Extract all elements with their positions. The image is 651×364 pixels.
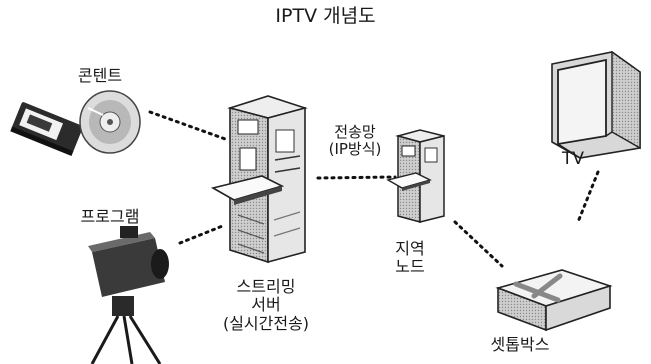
settopbox-icon: [495, 269, 613, 332]
network-label-line2: (IP방식): [328, 140, 382, 159]
connector-node-settopbox: [453, 220, 504, 268]
server-label-line1: 스트리밍: [236, 277, 296, 296]
connector-camera-server: [178, 223, 227, 245]
connector-server-node: [316, 175, 397, 180]
diagram-title: IPTV 개념도: [275, 5, 376, 27]
connector-tv-settopbox: [576, 170, 600, 224]
settopbox-label: 셋톱박스: [490, 335, 550, 354]
tv-icon: [551, 50, 641, 159]
program-label: 프로그램: [80, 207, 140, 226]
network-label-line1: 전송망: [334, 123, 376, 141]
network-label: 전송망 (IP방식): [305, 123, 405, 159]
server-label-line3: (실시간전송): [222, 313, 310, 333]
server-label-line2: 서버: [251, 295, 281, 315]
streaming-server-icon: [210, 95, 308, 264]
connector-contents-server: [148, 110, 230, 142]
contents-label: 콘텐트: [77, 66, 123, 85]
regional-node-label: 지역 노드: [370, 239, 450, 277]
tv-label: TV: [561, 149, 584, 169]
node-label-line1: 지역: [395, 239, 425, 258]
node-label-line2: 노드: [395, 257, 425, 277]
camera-icon: [88, 226, 169, 364]
connector-lines: [148, 110, 600, 268]
regional-node-icon: [386, 129, 445, 223]
streaming-server-label: 스트리밍 서버 (실시간전송): [206, 277, 326, 333]
contents-media-icon: [10, 90, 141, 156]
